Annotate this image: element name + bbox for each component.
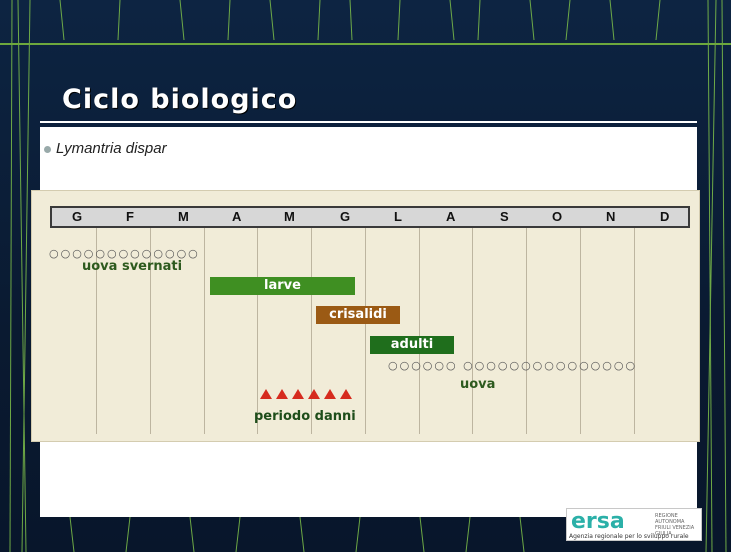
- month-label: A: [446, 209, 456, 224]
- month-divider: [150, 228, 151, 434]
- egg-markers: ○○○○○○○○○○○○○: [49, 247, 200, 260]
- slide-title: Ciclo biologico: [62, 84, 298, 115]
- month-divider: [580, 228, 581, 434]
- month-divider: [419, 228, 420, 434]
- month-label: S: [500, 209, 509, 224]
- month-label: M: [178, 209, 189, 224]
- month-divider: [634, 228, 635, 434]
- logo-wordmark: ersa: [571, 509, 625, 534]
- month-divider: [526, 228, 527, 434]
- month-header: G F M A M G L A S O N D: [50, 206, 690, 228]
- month-divider: [472, 228, 473, 434]
- life-cycle-chart: G F M A M G L A S O N D ○○○○○○○○○○○○○ uo…: [31, 190, 700, 442]
- damage-period-label: periodo danni: [254, 409, 356, 424]
- month-label: G: [340, 209, 351, 224]
- month-label: G: [72, 209, 83, 224]
- egg-markers: ○○○○○○ ○○○○○○○○○○○○○○○: [388, 359, 638, 372]
- damage-markers: [260, 389, 352, 399]
- month-label: F: [126, 209, 134, 224]
- eggs-label: uova: [460, 377, 496, 392]
- species-name: Lymantria dispar: [56, 140, 167, 157]
- month-label: A: [232, 209, 242, 224]
- logo-tagline: Agenzia regionale per lo sviluppo rurale: [569, 533, 689, 540]
- pupae-bar: crisalidi: [316, 306, 400, 324]
- month-label: M: [284, 209, 295, 224]
- bullet-icon: [44, 146, 51, 153]
- month-label: L: [394, 209, 402, 224]
- month-divider: [96, 228, 97, 434]
- month-divider: [311, 228, 312, 434]
- ersa-logo: ersa REGIONE AUTONOMA FRIULI VENEZIA GIU…: [566, 508, 702, 541]
- month-label: N: [606, 209, 616, 224]
- adults-bar: adulti: [370, 336, 454, 354]
- month-divider: [204, 228, 205, 434]
- month-divider: [257, 228, 258, 434]
- month-divider: [365, 228, 366, 434]
- eggs-winter-label: uova svernati: [82, 259, 183, 274]
- month-label: O: [552, 209, 563, 224]
- logo-region-text: REGIONE AUTONOMA FRIULI VENEZIA GIULIA: [655, 513, 695, 537]
- larvae-bar: larve: [210, 277, 355, 295]
- month-label: D: [660, 209, 670, 224]
